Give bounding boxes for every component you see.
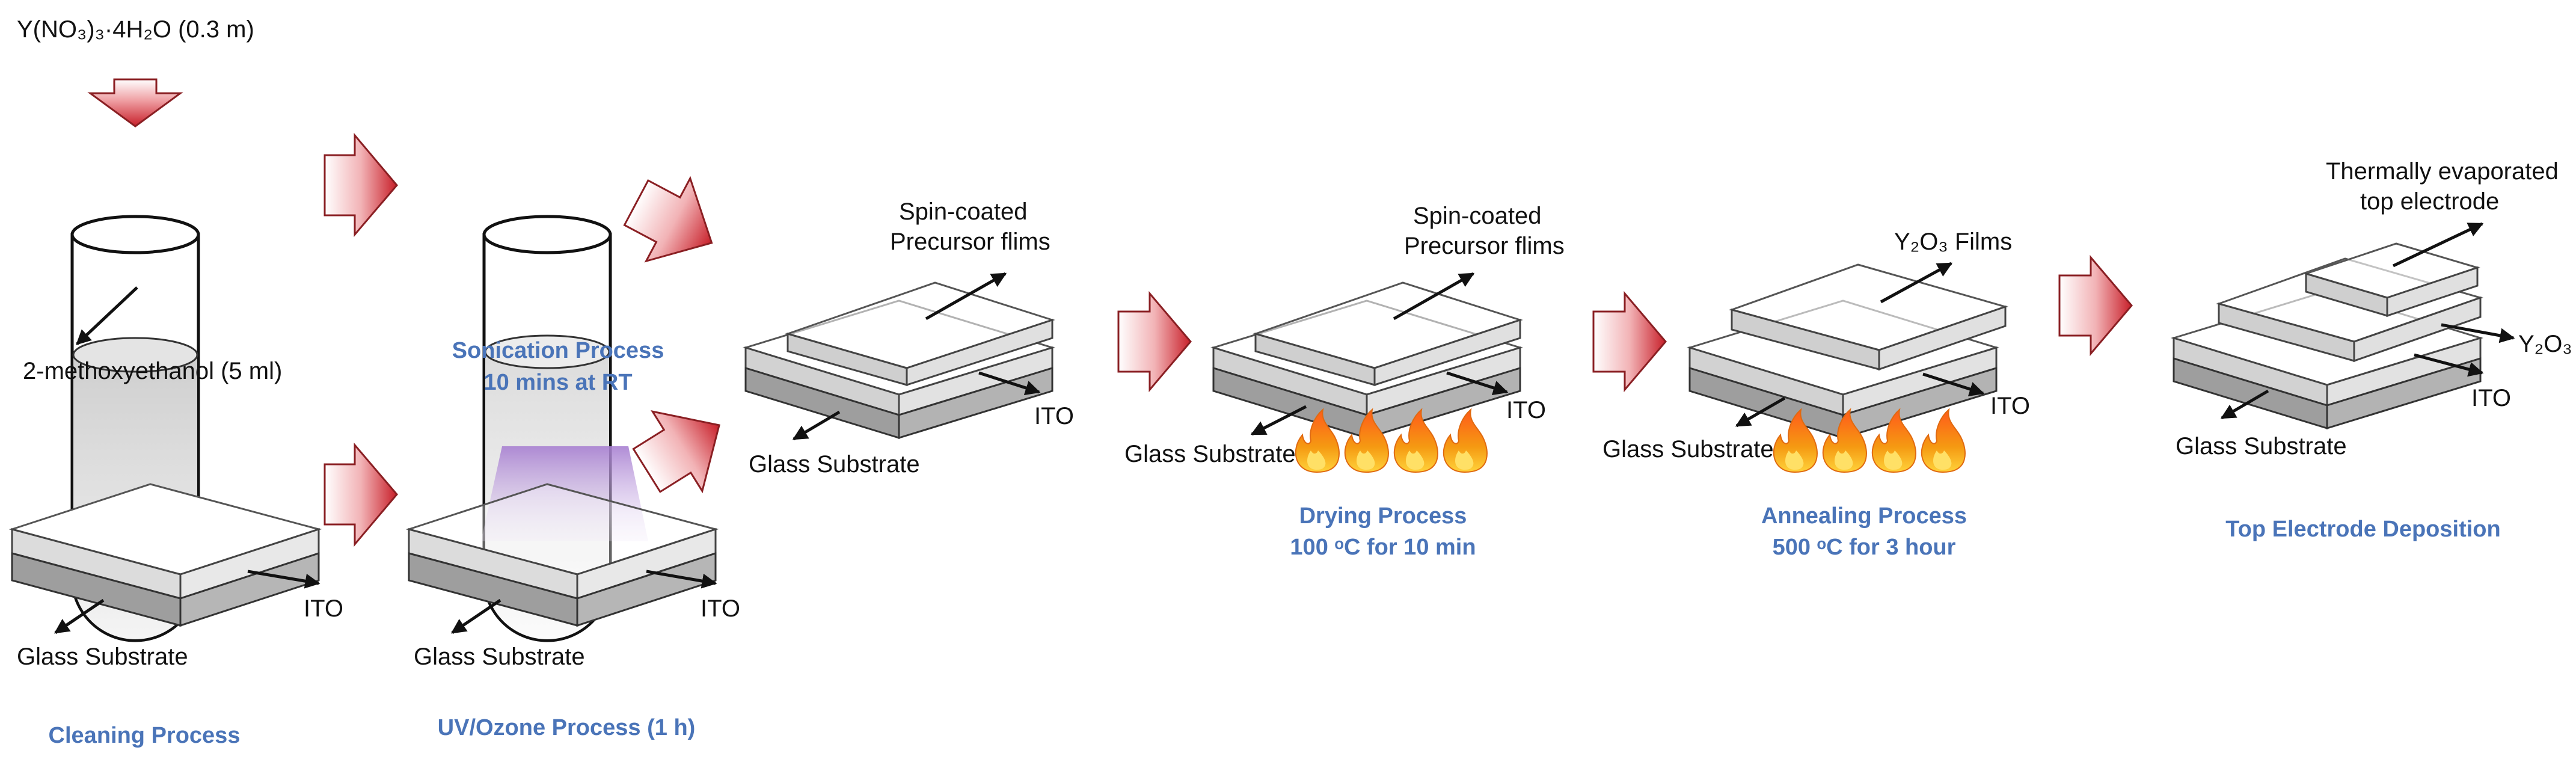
annealing-stack [1686, 263, 2009, 440]
ito-label: ITO [1506, 397, 1546, 423]
flame-icon [1443, 408, 1488, 473]
process-arrow-icon [324, 442, 398, 547]
spin-coated-stack [742, 281, 1056, 440]
process-arrow-icon [2058, 254, 2133, 357]
process-arrow-icon [324, 132, 398, 238]
solvent-pointer [76, 286, 138, 345]
glass-substrate-label: Glass Substrate [414, 644, 585, 670]
spin-coated-label-line1: Spin-coated [1413, 203, 1541, 229]
glass-substrate-label: Glass Substrate [1602, 436, 1774, 462]
y2o3-label: Y₂O₃ [2518, 331, 2572, 357]
drying-caption-line1: Drying Process [1299, 503, 1467, 529]
flame-icon [1393, 408, 1438, 473]
heating-flames [1295, 408, 1966, 473]
top-electrode-stack [2170, 242, 2484, 430]
process-arrow-icon [632, 410, 720, 494]
top-electrode-label-line1: Thermally evaporated [2326, 158, 2559, 185]
top-electrode-label-line2: top electrode [2360, 188, 2499, 215]
sonication-caption-line2: 10 mins at RT [483, 370, 632, 395]
ito-label: ITO [701, 595, 740, 622]
glass-substrate-label: Glass Substrate [749, 451, 920, 478]
glass-substrate-label: Glass Substrate [17, 644, 188, 670]
flame-icon [1344, 408, 1389, 473]
y2o3-films-label: Y₂O₃ Films [1894, 229, 2012, 255]
solute-label: Y(NO₃)₃·4H₂O (0.3 m) [17, 16, 254, 43]
process-arrow-icon [623, 176, 713, 263]
cleaning-caption: Cleaning Process [49, 723, 241, 748]
process-arrow-icon [1117, 290, 1192, 393]
flame-icon [1871, 408, 1916, 473]
flame-icon [1921, 408, 1966, 473]
spin-coated-label-line2: Precursor flims [890, 229, 1050, 255]
ito-label: ITO [2471, 385, 2511, 411]
solute-addition-arrow-icon [87, 78, 183, 128]
process-arrow-icon [1592, 290, 1667, 393]
ito-label: ITO [1034, 403, 1074, 429]
uvozone-substrate [405, 483, 719, 627]
drying-stack [1210, 281, 1524, 440]
flame-icon [1295, 408, 1340, 473]
ito-label: ITO [1990, 393, 2030, 419]
flame-icon [1773, 408, 1818, 473]
ito-label: ITO [304, 595, 343, 622]
uvozone-caption: UV/Ozone Process (1 h) [438, 715, 696, 740]
glass-substrate-label: Glass Substrate [2176, 433, 2347, 459]
solvent-label: 2-methoxyethanol (5 ml) [23, 358, 282, 384]
top-electrode-caption: Top Electrode Deposition [2225, 517, 2500, 542]
cleaning-substrate [8, 483, 322, 627]
sonication-caption-line1: Sonication Process [452, 338, 664, 363]
drying-caption-line2: 100 ᵒC for 10 min [1290, 535, 1476, 560]
annealing-caption-line2: 500 ᵒC for 3 hour [1773, 535, 1956, 560]
spin-coated-label-line2: Precursor flims [1404, 233, 1565, 259]
annealing-caption-line1: Annealing Process [1761, 503, 1967, 529]
uv-light-beam [481, 446, 648, 541]
glass-substrate-label: Glass Substrate [1124, 441, 1296, 467]
spin-coated-label-line1: Spin-coated [899, 198, 1027, 225]
flame-icon [1822, 408, 1867, 473]
